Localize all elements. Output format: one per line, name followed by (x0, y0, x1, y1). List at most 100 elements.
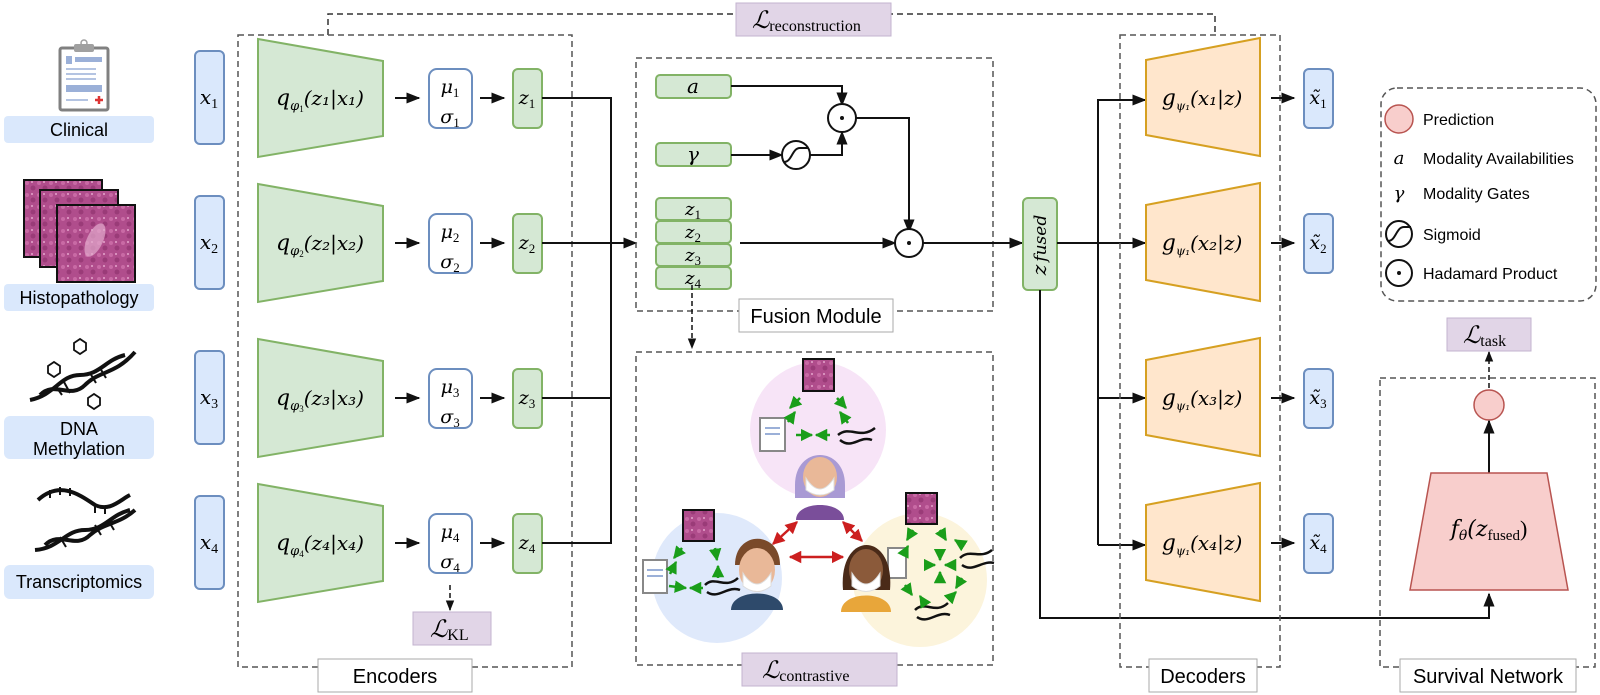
svg-text:z4: z4 (518, 532, 536, 556)
patient-brown-hair (731, 538, 783, 610)
svg-text:μ3: μ3 (441, 376, 460, 400)
input-vector: x4 (194, 495, 225, 590)
encoder-trapezoid (257, 482, 384, 604)
fused-wiring (1039, 94, 1495, 619)
fusion-wiring (731, 85, 1024, 249)
svg-text:x̃4: x̃4 (1309, 532, 1327, 556)
decoder-label: gψ₁(x₂|z) (1162, 231, 1243, 258)
svg-text:a: a (687, 74, 699, 98)
encoder-label: qφ2(z₂|x₂) (276, 231, 364, 259)
modality-label-box (4, 565, 154, 599)
contrastive-loss-label: ℒcontrastive (762, 656, 850, 685)
latent-stack-item: z1 (655, 197, 732, 222)
legend-box (1380, 87, 1597, 302)
legend: Prediction a Modality Availabilities γ M… (1384, 104, 1574, 287)
input-vector: x1 (194, 50, 225, 145)
input-vector: x2 (194, 195, 225, 290)
modality-transcriptomics: Transcriptomics (4, 487, 154, 599)
decoder-3: gψ₁(x₃|z)x̃3 (1145, 336, 1334, 458)
hadamard-icon (1385, 259, 1413, 287)
decoders-label-box (1148, 658, 1258, 693)
encoder-trapezoid (257, 337, 384, 459)
svg-text:x1: x1 (200, 85, 218, 112)
encoders-label: Encoders (353, 666, 438, 688)
svg-text:σ3: σ3 (440, 406, 459, 430)
modality-label: Transcriptomics (16, 572, 142, 592)
legend-item-prediction: Prediction (1384, 104, 1494, 134)
svg-text:μ1: μ1 (441, 76, 460, 100)
gate-symbol-icon: γ (1394, 183, 1405, 204)
svg-text:z4: z4 (684, 268, 701, 291)
svg-text:μ4: μ4 (441, 521, 460, 545)
legend-item-availability: a Modality Availabilities (1394, 148, 1574, 169)
reconstruction-loss-box (735, 2, 892, 37)
sigmoid-node (781, 140, 811, 170)
encoder-4: qφ4(z₄|x₄) μ4 σ4 z4 (257, 482, 543, 604)
svg-text:z1: z1 (518, 87, 536, 111)
availability-vector: a (655, 74, 732, 99)
encoders-label-box (317, 658, 473, 693)
svg-text:Modality Availabilities: Modality Availabilities (1423, 151, 1574, 168)
latent-z: z2 (512, 213, 543, 274)
patient-purple-hair (795, 455, 845, 520)
task-loss-box (1446, 317, 1532, 352)
reconstruction-loss-label: ℒreconstruction (752, 6, 861, 35)
legend-item-gates: γ Modality Gates (1394, 183, 1530, 204)
decoders-label: Decoders (1160, 666, 1246, 688)
task-loss-label: ℒtask (1463, 321, 1506, 350)
clipboard-icon (58, 39, 110, 112)
decoder-trapezoid (1145, 336, 1261, 458)
svg-text:x3: x3 (200, 385, 218, 412)
encoder-label: qφ4(z₄|x₄) (276, 531, 364, 559)
encoder-label: qφ1(z₁|x₁) (276, 86, 364, 114)
decoder-2: gψ₁(x₂|z) x̃2 (1145, 181, 1334, 303)
decoder-1: gψ₁(x₁|z)x̃1 (1145, 36, 1334, 158)
fusion-label: Fusion Module (750, 306, 881, 328)
latent-z: z3 (512, 368, 543, 429)
modality-label-line1: DNA (60, 419, 98, 439)
decoder-trapezoid (1145, 36, 1261, 158)
latent-z: z1 (512, 68, 543, 129)
svg-text:Hadamard Product: Hadamard Product (1423, 266, 1558, 283)
hadamard-node-bottom (894, 228, 924, 258)
svg-text:σ4: σ4 (440, 551, 460, 575)
svg-text:γ: γ (687, 142, 699, 166)
modality-label: Clinical (50, 120, 108, 140)
svg-text:Modality Gates: Modality Gates (1423, 186, 1530, 203)
legend-item-sigmoid: Sigmoid (1385, 220, 1481, 248)
legend-item-hadamard: Hadamard Product (1385, 259, 1558, 287)
svg-text:Sigmoid: Sigmoid (1423, 227, 1481, 244)
contrastive-illustration (642, 358, 995, 647)
encoder-trapezoid (257, 37, 384, 159)
latent-stack-item: z2 (655, 220, 732, 245)
svg-text:z3: z3 (518, 387, 536, 411)
encoder-trapezoid (257, 182, 384, 304)
reconstructed-output: x̃1 (1303, 68, 1334, 129)
encoder-label: qφ3(z₃|x₃) (276, 386, 364, 414)
modality-label-box (4, 284, 154, 311)
modality-label-box (4, 116, 154, 143)
fusion-section (635, 57, 994, 312)
input-vector: x3 (194, 350, 225, 445)
prediction-node (1473, 389, 1505, 421)
kl-loss-label: ℒKL (430, 615, 469, 644)
latent-stack-item: z3 (655, 243, 732, 268)
svg-text:z2: z2 (684, 222, 701, 245)
availability-symbol-icon: a (1394, 148, 1405, 169)
encoder-to-fusion-bus (542, 97, 638, 544)
svg-text:Prediction: Prediction (1423, 112, 1494, 129)
patient-3-bubble (853, 513, 987, 647)
hadamard-node-top (827, 103, 857, 133)
reconstructed-output: x̃2 (1303, 213, 1334, 274)
svg-text:z1: z1 (684, 199, 701, 222)
latent-stack-item: z4 (655, 266, 732, 291)
svg-text:x4: x4 (200, 530, 218, 557)
patient-dark-hair (841, 545, 891, 612)
fusion-label-box (738, 298, 894, 333)
